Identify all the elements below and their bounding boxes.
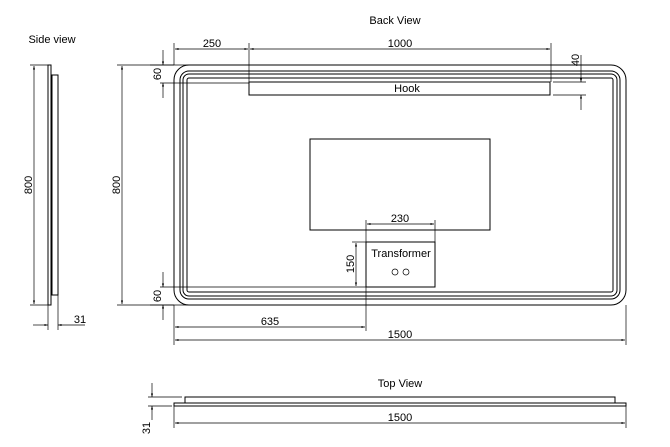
mirror-outline	[173, 64, 627, 306]
top-width-label: 1500	[388, 412, 412, 424]
hook-bar	[248, 81, 551, 96]
top-view: 31 1500	[141, 383, 627, 434]
hook-offset-label: 250	[203, 38, 221, 50]
back-view-title: Back View	[369, 15, 420, 27]
side-height-label: 800	[23, 176, 35, 194]
side-view-title: Side view	[28, 34, 75, 46]
top-view-title: Top View	[378, 378, 422, 390]
hook-width-label: 1000	[388, 38, 412, 50]
transformer-label: Transformer	[371, 248, 431, 260]
center-panel	[309, 138, 491, 231]
side-frame	[51, 74, 59, 296]
top-margin-label: 60	[152, 68, 164, 80]
hook-label: Hook	[394, 83, 420, 95]
top-depth-label: 31	[141, 422, 153, 434]
back-height-label: 800	[111, 176, 123, 194]
transformer-box	[365, 241, 436, 288]
transformer-height-label: 150	[345, 255, 357, 273]
connector-icon	[391, 268, 399, 276]
top-glass	[173, 402, 627, 407]
transformer-offset-label: 635	[261, 316, 279, 328]
back-width-label: 1500	[388, 329, 412, 341]
side-depth-label: 31	[74, 314, 86, 326]
bottom-margin-label: 60	[152, 290, 164, 302]
side-view: 800 31	[23, 64, 86, 330]
transformer-width-label: 230	[391, 213, 409, 225]
side-glass	[47, 64, 52, 306]
back-view: Hook Transformer 250 1000 40 60 800	[111, 38, 627, 345]
hook-height-label: 40	[570, 54, 582, 66]
top-frame	[184, 396, 616, 404]
connector-icon	[402, 268, 410, 276]
